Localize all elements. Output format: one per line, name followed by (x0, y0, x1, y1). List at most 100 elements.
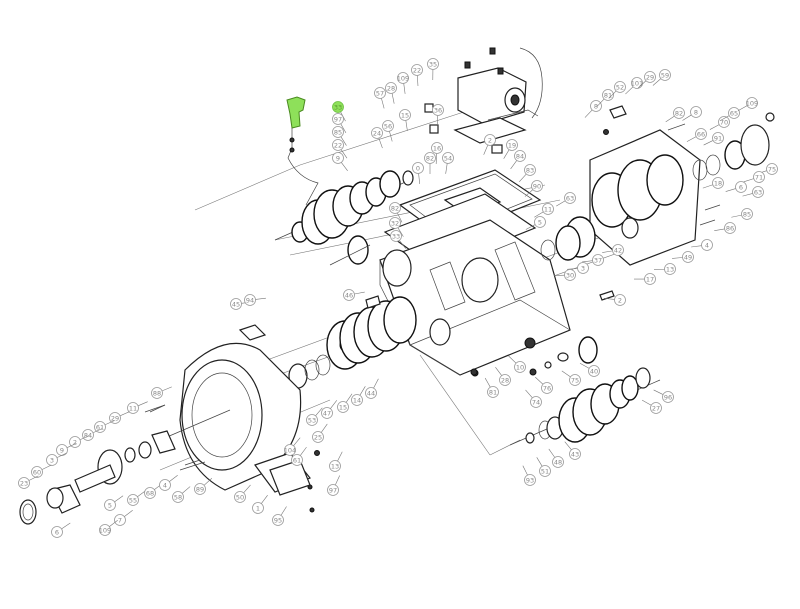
callout-part-number[interactable]: 36 (432, 104, 444, 116)
callout-part-number[interactable]: 0 (412, 162, 424, 174)
callout-part-number[interactable]: 2 (614, 294, 626, 306)
callout-part-number[interactable]: 5 (104, 499, 116, 511)
callout-part-number[interactable]: 53 (306, 414, 318, 426)
callout-part-number[interactable]: 84 (82, 429, 94, 441)
callout-part-number[interactable]: 48 (552, 456, 564, 468)
callout-part-number[interactable]: 81 (602, 89, 614, 101)
callout-part-number[interactable]: 57 (374, 87, 386, 99)
callout-part-number[interactable]: 55 (127, 494, 139, 506)
callout-part-number[interactable]: 8 (590, 100, 602, 112)
callout-part-number[interactable]: 35 (427, 58, 439, 70)
callout-part-number[interactable]: 74 (530, 396, 542, 408)
callout-part-number[interactable]: 17 (644, 273, 656, 285)
callout-part-number[interactable]: 65 (728, 107, 740, 119)
callout-part-number[interactable]: 82 (424, 152, 436, 164)
callout-part-number[interactable]: 101 (631, 77, 643, 89)
callout-part-number[interactable]: 4 (159, 479, 171, 491)
callout-part-number[interactable]: 85 (741, 208, 753, 220)
callout-part-number[interactable]: 82 (673, 107, 685, 119)
callout-part-number[interactable]: 104 (284, 444, 296, 456)
callout-part-number[interactable]: 60 (31, 466, 43, 478)
callout-highlighted-part[interactable]: 33 (332, 101, 344, 113)
callout-part-number[interactable]: 59 (659, 69, 671, 81)
callout-part-number[interactable]: 23 (18, 477, 30, 489)
callout-part-number[interactable]: 42 (612, 244, 624, 256)
callout-part-number[interactable]: 32 (389, 217, 401, 229)
callout-part-number[interactable]: 9 (56, 444, 68, 456)
callout-part-number[interactable]: 24 (371, 127, 383, 139)
callout-part-number[interactable]: 95 (272, 514, 284, 526)
callout-part-number[interactable]: 93 (524, 474, 536, 486)
callout-part-number[interactable]: 3 (46, 454, 58, 466)
callout-part-number[interactable]: 27 (650, 402, 662, 414)
callout-part-number[interactable]: 44 (365, 387, 377, 399)
callout-part-number[interactable]: 1 (252, 502, 264, 514)
callout-part-number[interactable]: 70 (718, 116, 730, 128)
callout-part-number[interactable]: 11 (542, 203, 554, 215)
callout-part-number[interactable]: 66 (695, 128, 707, 140)
callout-part-number[interactable]: 15 (399, 109, 411, 121)
callout-part-number[interactable]: 63 (564, 192, 576, 204)
callout-part-number[interactable]: 84 (514, 150, 526, 162)
callout-part-number[interactable]: 49 (682, 251, 694, 263)
callout-part-number[interactable]: 5 (534, 216, 546, 228)
callout-part-number[interactable]: 86 (724, 222, 736, 234)
callout-part-number[interactable]: 109 (397, 72, 409, 84)
callout-part-number[interactable]: 43 (569, 448, 581, 460)
shift-lever-part-33[interactable] (286, 96, 319, 206)
callout-part-number[interactable]: 16 (431, 142, 443, 154)
callout-part-number[interactable]: 8 (690, 106, 702, 118)
callout-part-number[interactable]: 97 (332, 113, 344, 125)
callout-part-number[interactable]: 10 (514, 361, 526, 373)
callout-part-number[interactable]: 71 (753, 171, 765, 183)
callout-part-number[interactable]: 2 (69, 436, 81, 448)
callout-part-number[interactable]: 7 (114, 514, 126, 526)
callout-part-number[interactable]: 63 (752, 186, 764, 198)
callout-part-number[interactable]: 13 (329, 460, 341, 472)
callout-part-number[interactable]: 94 (244, 294, 256, 306)
callout-part-number[interactable]: 68 (144, 487, 156, 499)
callout-part-number[interactable]: 6 (51, 526, 63, 538)
callout-part-number[interactable]: 30 (564, 269, 576, 281)
callout-part-number[interactable]: 51 (539, 465, 551, 477)
callout-part-number[interactable]: 89 (194, 483, 206, 495)
callout-part-number[interactable]: 50 (234, 491, 246, 503)
callout-part-number[interactable]: 52 (614, 81, 626, 93)
callout-part-number[interactable]: 76 (541, 382, 553, 394)
callout-part-number[interactable]: 81 (487, 386, 499, 398)
callout-part-number[interactable]: 19 (506, 139, 518, 151)
callout-part-number[interactable]: 9 (332, 152, 344, 164)
callout-part-number[interactable]: 88 (151, 387, 163, 399)
callout-part-number[interactable]: 47 (321, 407, 333, 419)
callout-part-number[interactable]: 28 (499, 374, 511, 386)
callout-part-number[interactable]: 97 (327, 484, 339, 496)
callout-part-number[interactable]: 75 (569, 374, 581, 386)
callout-part-number[interactable]: 109 (99, 524, 111, 536)
callout-part-number[interactable]: 109 (746, 97, 758, 109)
callout-part-number[interactable]: 22 (411, 64, 423, 76)
callout-part-number[interactable]: 28 (385, 82, 397, 94)
callout-part-number[interactable]: 25 (312, 431, 324, 443)
callout-part-number[interactable]: 96 (662, 391, 674, 403)
callout-part-number[interactable]: 2 (484, 134, 496, 146)
callout-part-number[interactable]: 83 (524, 164, 536, 176)
callout-part-number[interactable]: 90 (531, 180, 543, 192)
callout-part-number[interactable]: 82 (389, 202, 401, 214)
callout-part-number[interactable]: 15 (337, 401, 349, 413)
callout-part-number[interactable]: 61 (94, 421, 106, 433)
callout-part-number[interactable]: 37 (592, 254, 604, 266)
callout-part-number[interactable]: 45 (230, 298, 242, 310)
callout-part-number[interactable]: 29 (644, 71, 656, 83)
callout-part-number[interactable]: 61 (291, 454, 303, 466)
callout-part-number[interactable]: 85 (332, 126, 344, 138)
callout-part-number[interactable]: 58 (172, 491, 184, 503)
callout-part-number[interactable]: 4 (701, 239, 713, 251)
callout-part-number[interactable]: 54 (442, 152, 454, 164)
callout-part-number[interactable]: 29 (109, 412, 121, 424)
callout-part-number[interactable]: 91 (712, 132, 724, 144)
callout-part-number[interactable]: 56 (382, 120, 394, 132)
callout-part-number[interactable]: 22 (332, 139, 344, 151)
callout-part-number[interactable]: 13 (664, 263, 676, 275)
callout-part-number[interactable]: 33 (390, 230, 402, 242)
callout-part-number[interactable]: 14 (351, 394, 363, 406)
